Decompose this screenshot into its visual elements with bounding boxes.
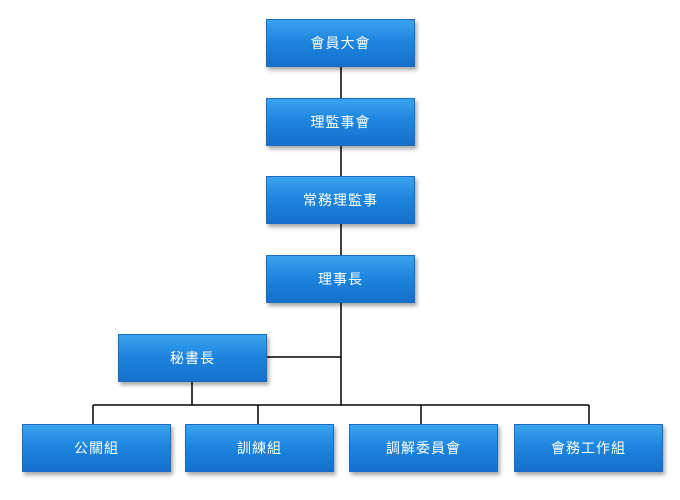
node-standing-directors: 常務理監事 <box>266 176 415 224</box>
node-chairman: 理事長 <box>266 255 415 303</box>
node-training-group: 訓練組 <box>185 424 334 472</box>
node-mediation-committee: 調解委員會 <box>349 424 498 472</box>
node-public-relations-group: 公關組 <box>22 424 171 472</box>
node-general-assembly: 會員大會 <box>266 19 415 67</box>
node-affairs-group: 會務工作組 <box>514 424 663 472</box>
node-secretary-general: 秘書長 <box>118 334 267 382</box>
node-board-of-directors: 理監事會 <box>266 98 415 146</box>
